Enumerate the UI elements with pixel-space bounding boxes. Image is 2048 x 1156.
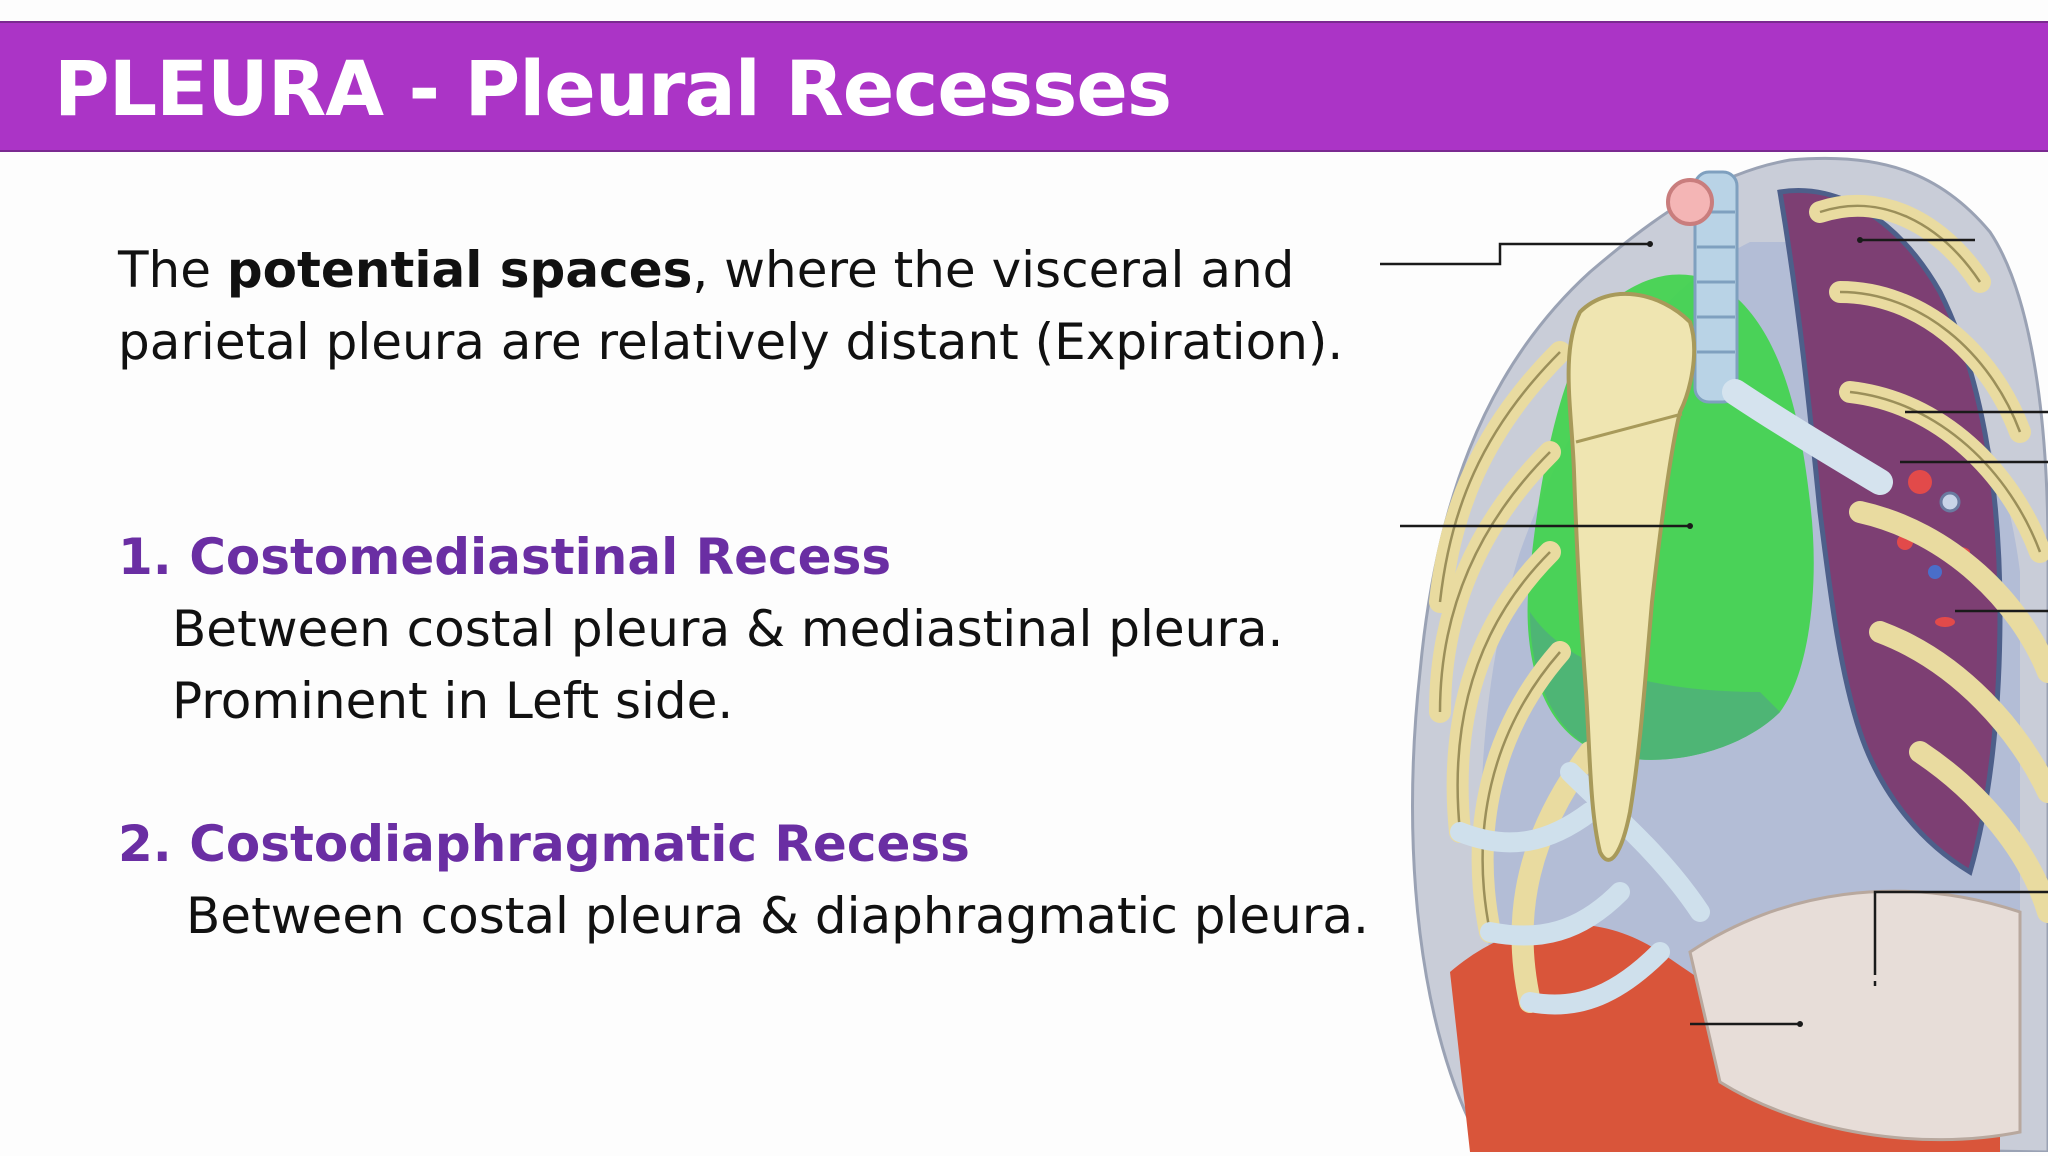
title-bar: PLEURA - Pleural Recesses [0, 21, 2048, 152]
recess-description-line: Prominent in Left side. [172, 672, 734, 730]
intro-suffix: , where the visceral and [692, 241, 1295, 299]
intro-prefix: The [118, 241, 227, 299]
intro-line-1: The potential spaces, where the visceral… [118, 240, 1294, 300]
intro-line-2: parietal pleura are relatively distant (… [118, 313, 1344, 371]
slide-title: PLEURA - Pleural Recesses [54, 44, 1172, 133]
recess-heading-costomediastinal: 1. Costomediastinal Recess [118, 528, 892, 586]
thorax-illustration-svg [1380, 156, 2048, 1154]
recess-heading-costodiaphragmatic: 2. Costodiaphragmatic Recess [118, 815, 970, 873]
thorax-illustration [1360, 152, 2048, 1154]
recess-description-line: Between costal pleura & mediastinal pleu… [172, 600, 1284, 658]
intro-bold-term: potential spaces [226, 241, 693, 299]
recess-description-line: Between costal pleura & diaphragmatic pl… [186, 887, 1369, 945]
